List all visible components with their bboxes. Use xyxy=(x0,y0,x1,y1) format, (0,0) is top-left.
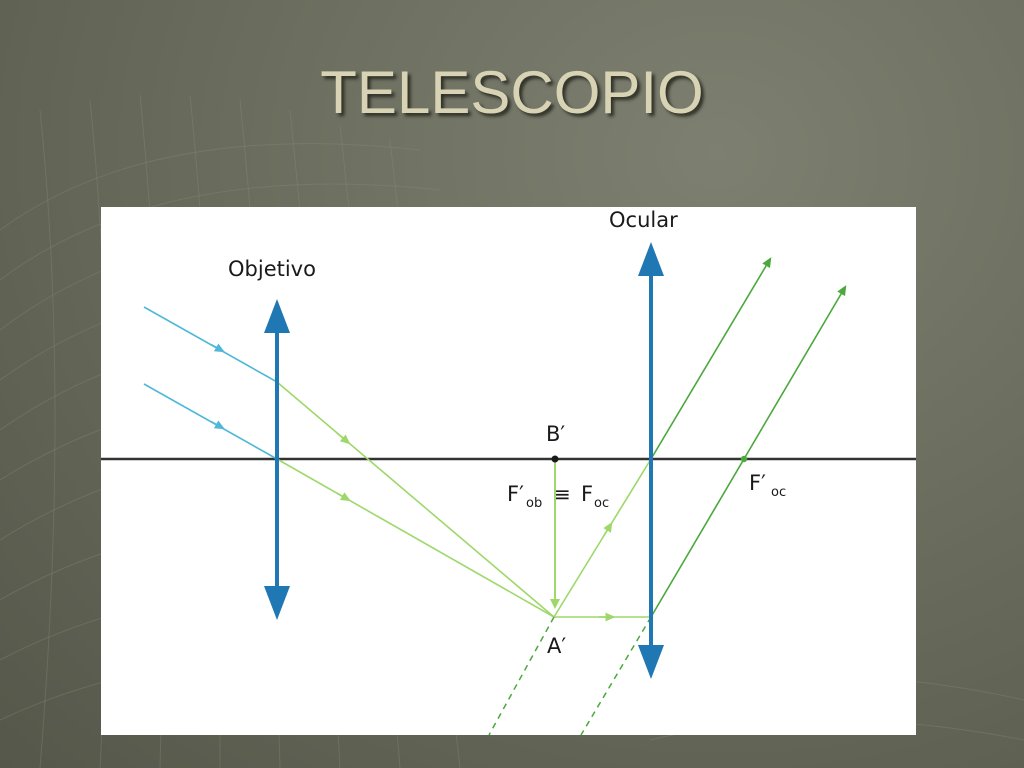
a-prime-label: A′ xyxy=(547,634,566,658)
incident-ray-upper xyxy=(143,306,278,383)
refracted-ray-lower xyxy=(276,458,555,618)
slide-title: TELESCOPIO xyxy=(320,59,704,126)
objective-lens xyxy=(264,299,290,620)
focus-ob-subscript: ob xyxy=(526,496,542,511)
eyepiece-label: Ocular xyxy=(609,208,678,232)
ray-arrow-a-upper xyxy=(603,521,613,536)
telescope-ray-diagram: Objetivo Ocular B′ A′ F′ ob ≡ F oc F′ oc xyxy=(101,207,916,735)
focus-ob-label: F′ xyxy=(507,482,524,506)
incident-arrow-lower xyxy=(210,420,225,430)
b-prime-label: B′ xyxy=(546,422,565,446)
incident-ray-lower xyxy=(143,383,278,460)
point-f-oc-prime xyxy=(740,455,748,463)
focus-oc-prime-subscript: oc xyxy=(771,485,786,500)
focus-oc-label: F xyxy=(581,482,593,506)
equivalence-symbol: ≡ xyxy=(554,482,571,506)
virtual-ray-right xyxy=(580,616,652,735)
objective-label: Objetivo xyxy=(228,257,316,281)
eyepiece-lens xyxy=(638,242,664,679)
focus-oc-prime-label: F′ xyxy=(749,471,766,495)
image-arrowhead xyxy=(550,599,560,609)
virtual-ray-left xyxy=(488,616,555,735)
focus-oc-subscript: oc xyxy=(594,496,609,511)
refracted-arrow-upper xyxy=(336,432,351,445)
incident-arrow-upper xyxy=(210,343,225,353)
ray-a-to-ocular-upper xyxy=(553,458,652,618)
emergent-ray-lower xyxy=(650,285,847,618)
optics-svg: Objetivo Ocular B′ A′ F′ ob ≡ F oc F′ oc xyxy=(101,208,916,735)
point-b-prime xyxy=(551,455,559,463)
refracted-arrow-lower xyxy=(336,492,351,502)
refracted-ray-upper xyxy=(276,381,555,618)
emergent-ray-upper xyxy=(650,257,772,460)
